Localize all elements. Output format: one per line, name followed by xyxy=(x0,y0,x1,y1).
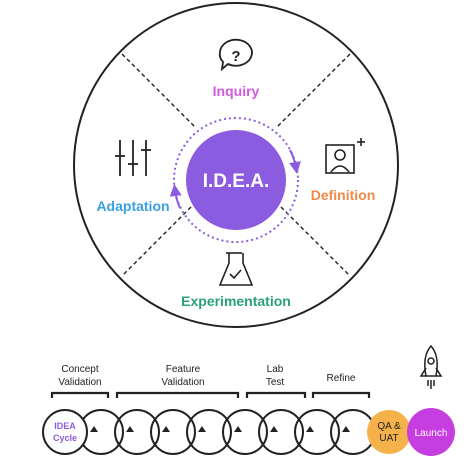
idea-cycle-label-2: Cycle xyxy=(53,433,77,443)
divider-line xyxy=(275,201,351,277)
ring-arrow xyxy=(169,184,182,209)
cycle-ring xyxy=(173,117,299,243)
divider-line xyxy=(121,53,197,129)
launch-node xyxy=(407,408,455,456)
phase-label-concept: Concept xyxy=(61,364,98,375)
phase-label-concept-2: Validation xyxy=(58,377,101,388)
adaptation-label: Adaptation xyxy=(96,198,169,214)
question-bubble-icon: ? xyxy=(218,38,253,72)
idea-cycle-node xyxy=(42,409,88,455)
qa-uat-node xyxy=(367,410,411,454)
divider-line xyxy=(121,201,197,277)
phase-label-refine: Refine xyxy=(327,373,356,384)
outer-cycle-circle xyxy=(73,2,399,328)
phase-brackets xyxy=(50,391,371,398)
center-label: I.D.E.A. xyxy=(203,171,270,192)
sliders-icon xyxy=(115,140,151,176)
rocket-icon xyxy=(419,344,443,389)
phase-label-feature: Feature xyxy=(166,364,201,375)
flask-icon xyxy=(218,252,254,286)
svg-text:?: ? xyxy=(231,48,240,65)
divider-line xyxy=(275,53,351,129)
phase-label-lab: Lab xyxy=(267,364,284,375)
ring-arrow xyxy=(289,149,301,174)
launch-label: Launch xyxy=(415,428,448,439)
person-add-icon xyxy=(325,138,365,174)
loop-arrows xyxy=(90,426,350,432)
phase-label-feature-2: Validation xyxy=(161,377,204,388)
idea-cycle-label: IDEA xyxy=(54,421,76,431)
qa-uat-label-2: UAT xyxy=(379,433,398,444)
experimentation-label: Experimentation xyxy=(181,293,291,309)
loop-chain xyxy=(78,409,376,455)
center-circle xyxy=(186,130,286,230)
phase-label-lab-2: Test xyxy=(266,377,285,388)
qa-uat-label: QA & xyxy=(377,421,401,432)
inquiry-label: Inquiry xyxy=(213,83,260,99)
definition-label: Definition xyxy=(311,187,376,203)
